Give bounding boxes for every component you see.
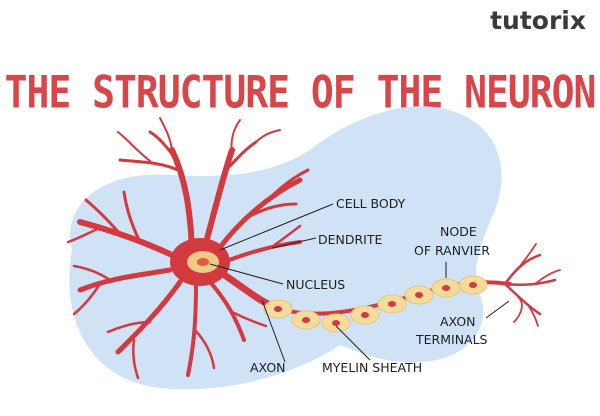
background-blob: [69, 106, 502, 390]
tutorix-logo: tutorix: [490, 6, 586, 35]
neuron: [66, 117, 561, 380]
label-axon-terminals-line1: AXON: [440, 314, 476, 329]
label-node-line1: NODE: [440, 224, 477, 239]
myelin-sheath-segments: [263, 275, 488, 333]
label-node-line2: OF RANVIER: [414, 243, 490, 258]
label-nucleus: NUCLEUS: [286, 277, 345, 292]
logo-text: tutorix: [490, 6, 586, 35]
leader-lines: [209, 203, 510, 363]
label-axon: AXON: [250, 360, 286, 375]
nucleolus: [197, 258, 209, 266]
page-title: THE STRUCTURE OF THE NEURON: [4, 66, 597, 118]
label-axon-terminals-line2: TERMINALS: [415, 332, 488, 347]
label-cell-body: CELL BODY: [336, 196, 406, 211]
label-myelin-sheath: MYELIN SHEATH: [322, 360, 422, 375]
label-dendrite: DENDRITE: [318, 232, 383, 247]
